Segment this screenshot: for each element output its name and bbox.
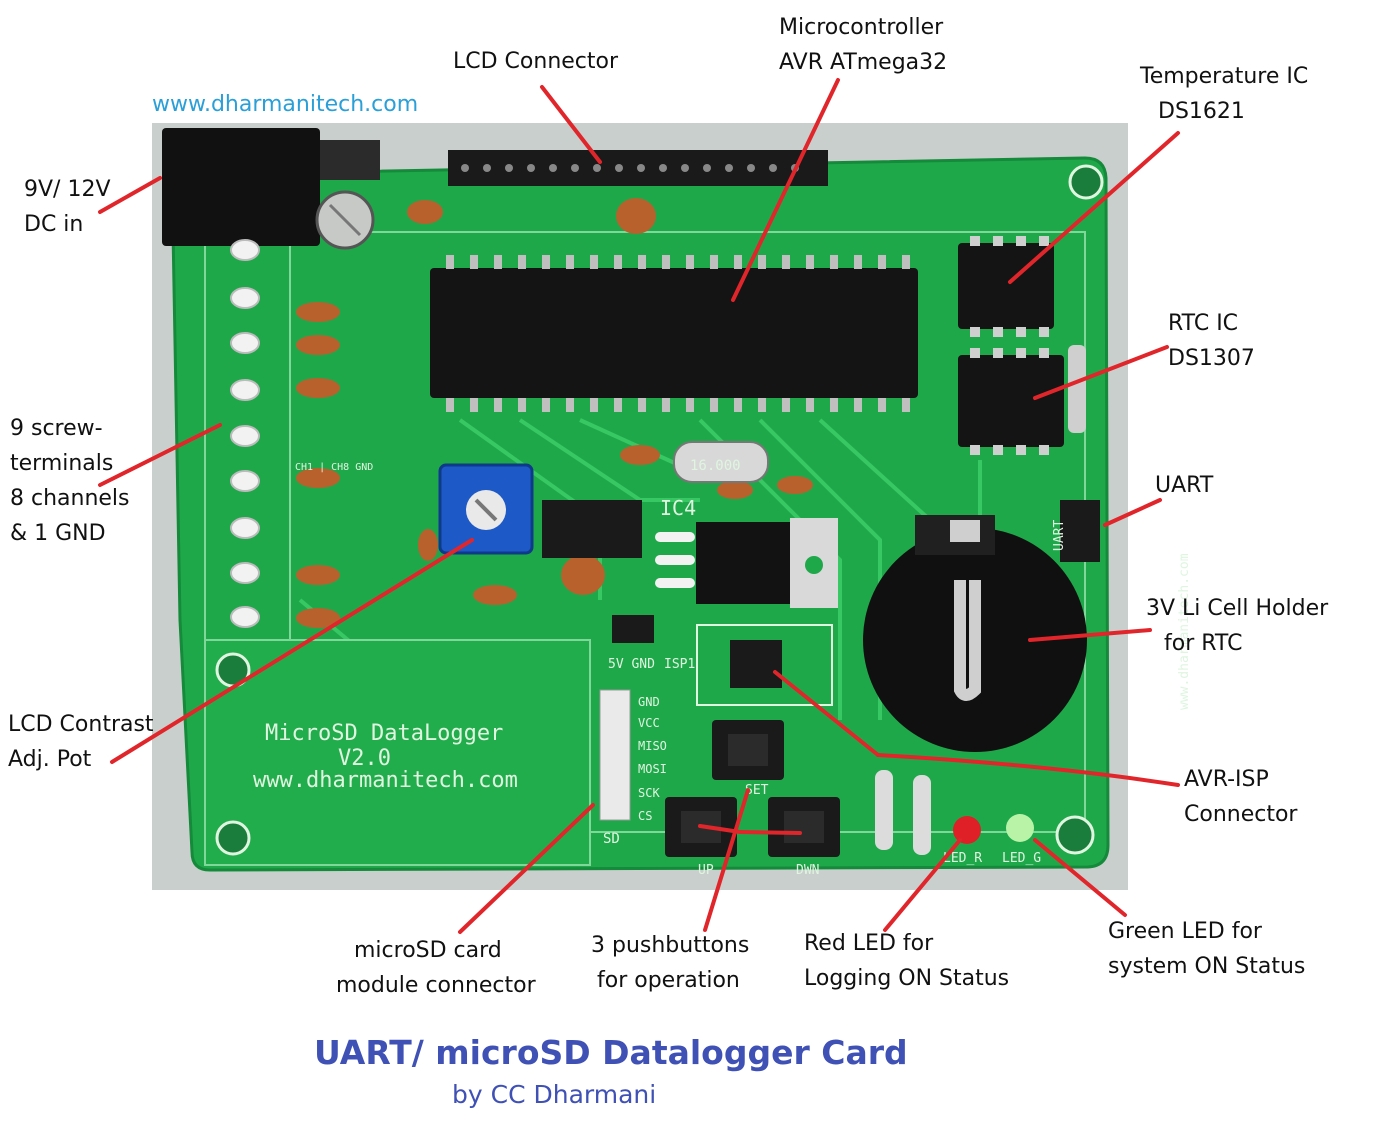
callout-lcd-contrast: LCD Contrast Adj. Pot [8,712,154,772]
sd-pin-cs: CS [638,809,652,823]
btn-up-silk: UP [698,863,714,878]
channel-silk: CH1 | CH8 GND [295,462,373,473]
btn-set-silk: SET [745,783,769,798]
callout-avr-isp: AVR-ISP Connector [1184,767,1298,827]
callout-dc-in: 9V/ 12V DC in [24,177,111,237]
callout-uart: UART [1155,473,1214,498]
card-title-silk: MicroSD DataLogger [265,721,503,746]
website-url: www.dharmanitech.com [152,92,419,117]
callout-cell-holder: 3V Li Cell Holder for RTC [1146,596,1329,656]
ic4-label: IC4 [660,496,696,520]
sd-pin-mosi: MOSI [638,762,667,776]
power-silk: 5V GND [608,657,655,672]
isp-silk: ISP1 [664,657,695,672]
crystal-label: 16.000 [690,458,741,474]
uart-silk: UART [1052,520,1067,551]
sd-pin-vcc: VCC [638,716,660,730]
side-url-silk: www.dharmanitech.com [1177,553,1192,710]
callout-rtc-ic: RTC IC DS1307 [1168,311,1255,371]
card-url-silk: www.dharmanitech.com [253,768,518,793]
footer-title: UART/ microSD Datalogger Card [314,1033,908,1072]
led-r-silk: LED_R [943,851,982,866]
led-g-silk: LED_G [1002,851,1041,866]
callout-green-led: Green LED for system ON Status [1108,919,1306,979]
sd-pin-sck: SCK [638,786,660,800]
callout-temperature-ic: Temperature IC DS1621 [1140,64,1309,124]
callout-microcontroller: Microcontroller AVR ATmega32 [779,15,948,75]
callout-screw-terminals: 9 screw- terminals 8 channels & 1 GND [10,416,130,546]
sd-silk: SD [603,831,620,847]
card-version-silk: V2.0 [338,746,391,771]
callout-microsd-connector: microSD card module connector [336,938,536,998]
callout-pushbuttons: 3 pushbuttons for operation [591,933,750,993]
callout-lcd-connector: LCD Connector [453,49,619,74]
sd-pin-gnd: GND [638,695,660,709]
footer-byline: by CC Dharmani [452,1080,657,1109]
sd-pin-miso: MISO [638,739,667,753]
callout-red-led: Red LED for Logging ON Status [804,931,1010,991]
btn-dwn-silk: DWN [796,863,819,878]
